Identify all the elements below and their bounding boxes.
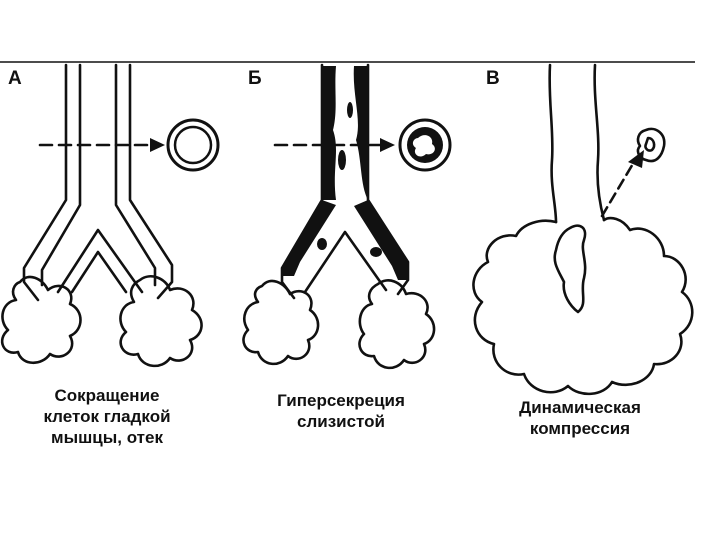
- panel-v-airway-wall: [548, 63, 558, 224]
- panel-a-airway-wall: [22, 63, 68, 302]
- panel-a-illustration: [0, 63, 203, 368]
- panel-b-arrowhead: [380, 138, 395, 152]
- panel-a-airway-wall: [128, 63, 174, 300]
- panel-a-bifurcation: [56, 228, 144, 294]
- panel-v-cross-section-outer: [636, 127, 666, 163]
- panel-b-alveoli-left: [242, 279, 320, 366]
- panel-b-bifurcation: [303, 230, 388, 294]
- panel-v-collapsed-airway: [553, 224, 587, 314]
- panel-a-bifurcation: [70, 250, 128, 294]
- caption-line: Гиперсекреция: [277, 391, 405, 410]
- caption-line: клеток гладкой: [43, 407, 171, 426]
- panel-b-letter: Б: [248, 68, 262, 89]
- panel-b-illustration: [242, 63, 436, 370]
- panel-v-arrowhead: [628, 150, 644, 168]
- panel-b-alveoli-right: [358, 279, 436, 370]
- panel-a-cross-section-inner: [173, 125, 213, 165]
- caption-line: мышцы, отек: [51, 428, 163, 447]
- panel-v-airway-wall: [593, 63, 606, 222]
- panel-a-alveoli-right: [119, 275, 203, 368]
- panel-a-alveoli-left: [0, 275, 82, 365]
- panel-v-dashed-arrow: [600, 160, 636, 218]
- panel-v-illustration: [472, 63, 694, 396]
- caption-line: Динамическая: [519, 398, 641, 417]
- panel-b-mucus: [282, 66, 408, 280]
- caption-line: Сокращение: [54, 386, 160, 405]
- caption-line: компрессия: [529, 419, 631, 438]
- panel-v-lung-outline: [472, 216, 694, 396]
- panel-a-cross-section-outer: [166, 118, 220, 172]
- panel-a-airway-wall: [40, 63, 82, 287]
- panel-v-cross-section-inner: [644, 136, 656, 152]
- panel-a-arrowhead: [150, 138, 165, 152]
- panel-b-narrowed-lumen: [412, 135, 435, 157]
- panel-a-letter: А: [8, 68, 22, 89]
- panel-b-caption: Гиперсекреция слизистой: [256, 390, 426, 432]
- panel-a-caption: Сокращение клеток гладкой мышцы, отек: [22, 385, 192, 448]
- panel-v-caption: Динамическая компрессия: [495, 397, 665, 439]
- panel-v-letter: В: [486, 68, 500, 89]
- panel-b-cross-section-outer: [398, 118, 452, 172]
- caption-line: слизистой: [297, 412, 385, 431]
- panel-a-airway-wall: [114, 63, 157, 287]
